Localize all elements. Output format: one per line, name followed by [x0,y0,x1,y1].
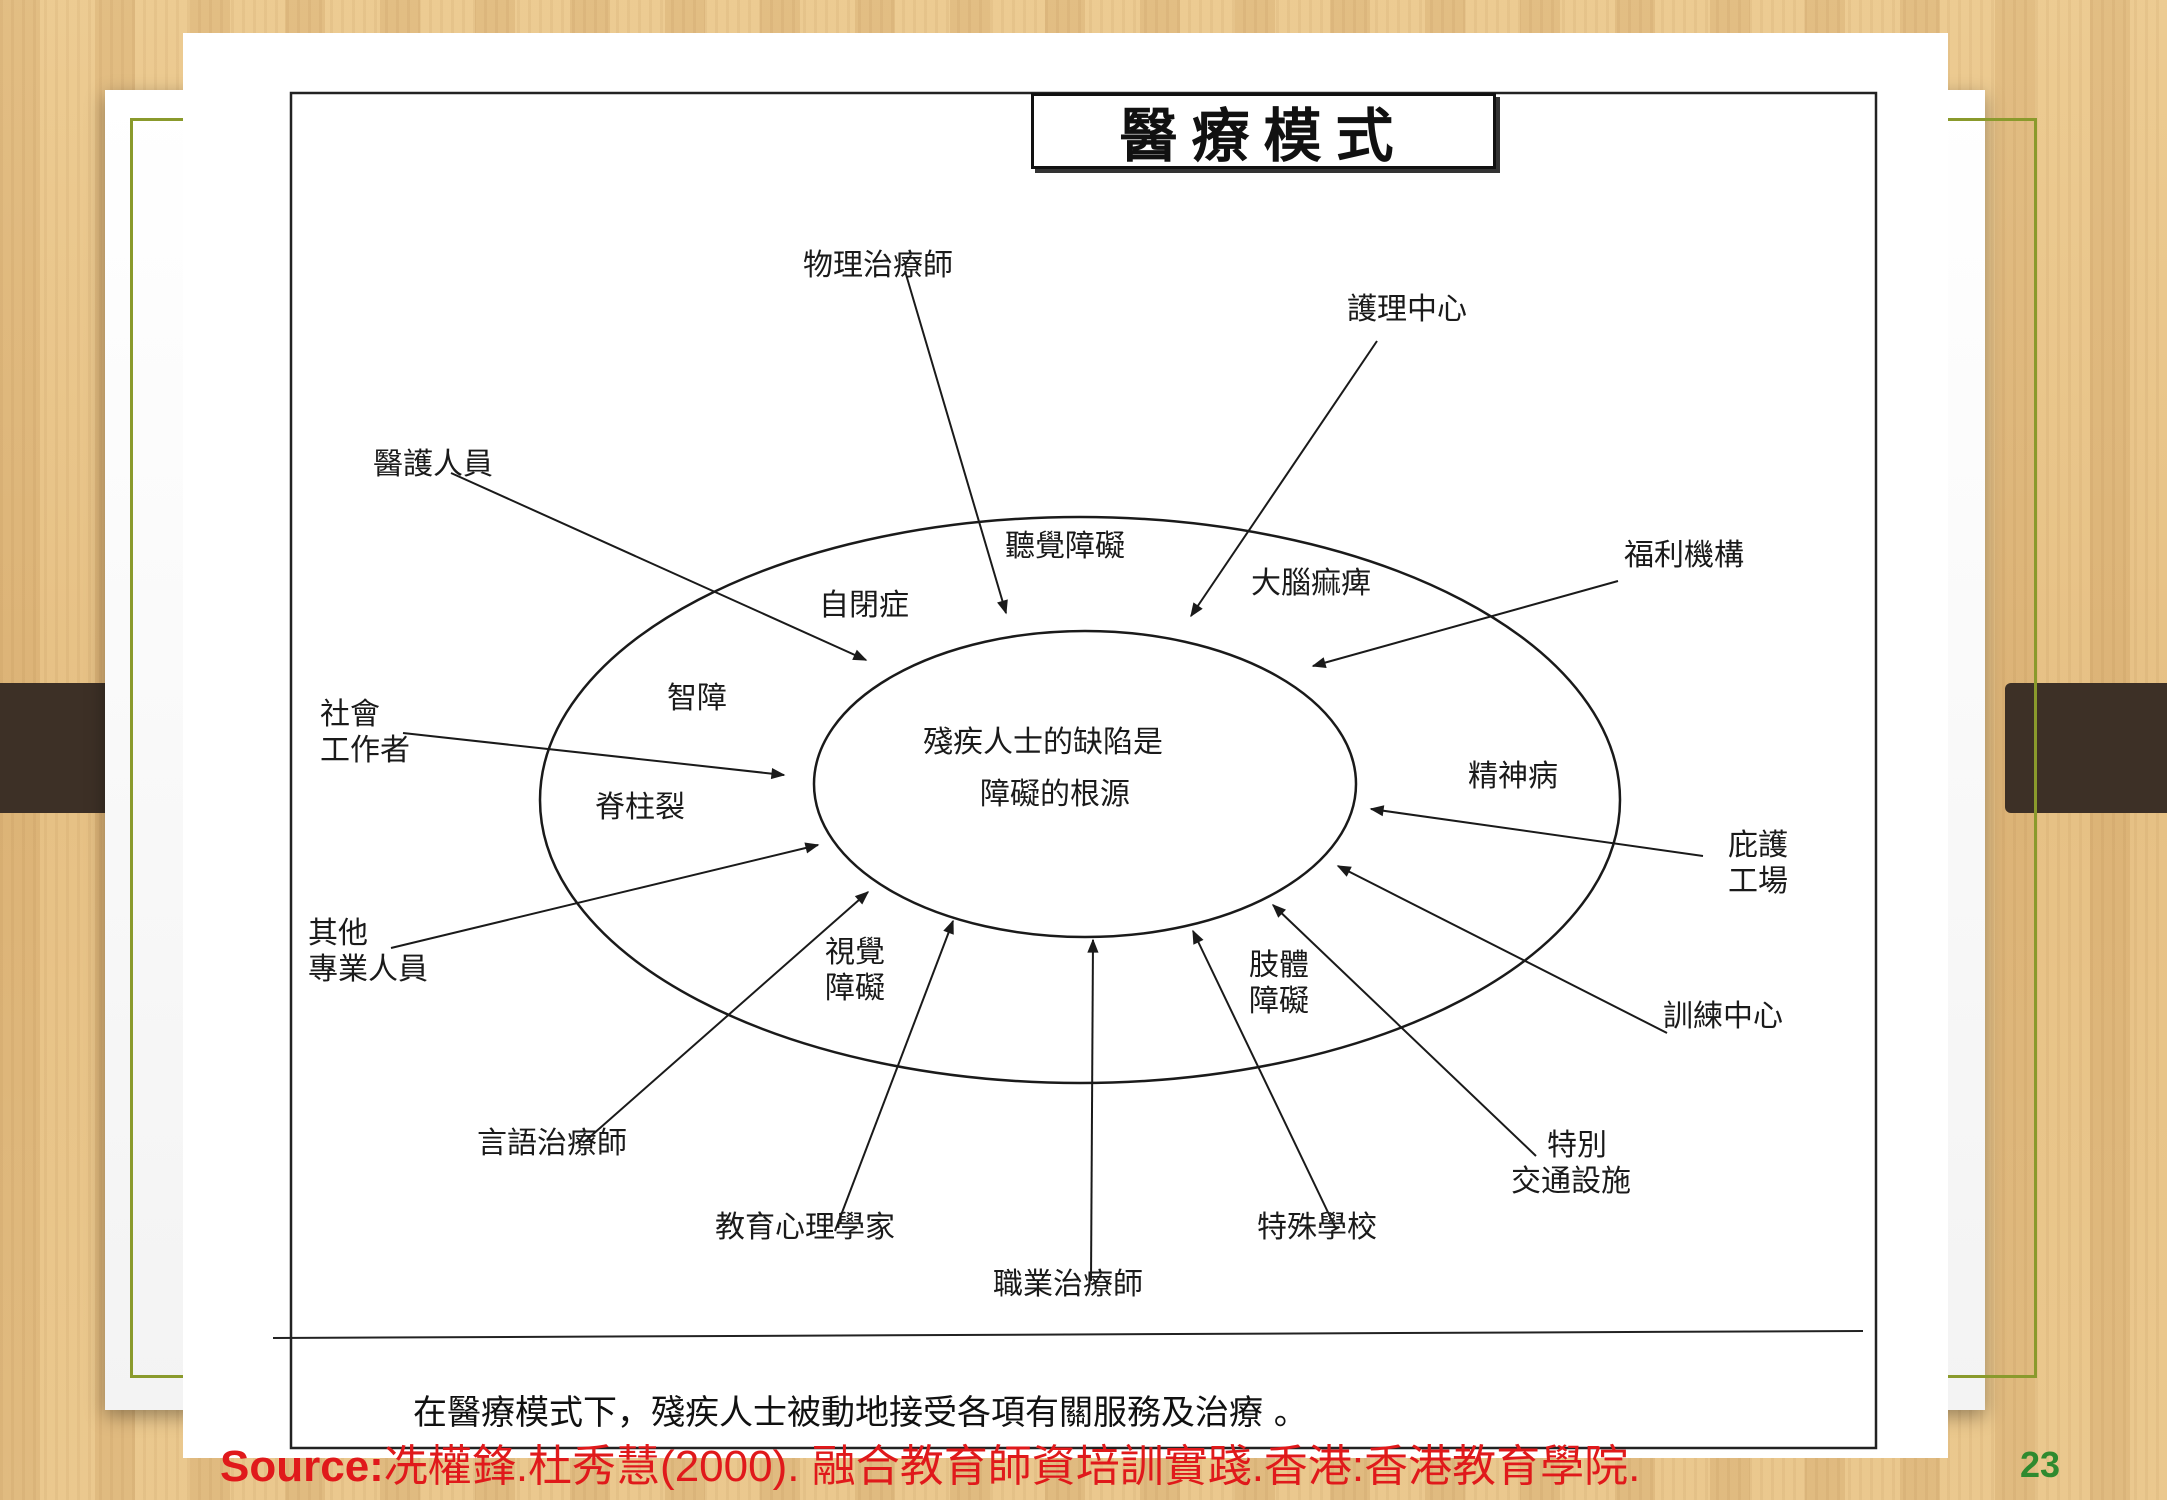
caption-divider [272,1330,1864,1339]
arrow-physiotherapist [904,270,1008,615]
condition-visual-line1: 視覺 [825,935,885,970]
condition-autism: 自閉症 [819,588,909,623]
condition-mental-illness: 精神病 [1468,759,1558,794]
service-social-worker-line2: 工作者 [320,733,410,768]
source-text: 冼權鋒.杜秀慧(2000). 融合教育師資培訓實踐.香港:香港教育學院. [383,1442,1641,1491]
arrow-other-professionals [390,842,820,949]
arrow-sheltered-workshop [1369,805,1704,857]
scanned-diagram: 醫療模式 殘疾人士的缺陷是 障礙的根源 聽覺障礙 自閉症 大腦痲痺 智障 脊柱裂… [183,33,1948,1458]
service-sheltered-line2: 工場 [1728,864,1788,899]
diagram-title: 醫療模式 [1119,102,1408,170]
service-occupational-therapist: 職業治療師 [993,1267,1143,1302]
condition-intellectual: 智障 [667,681,727,716]
service-speech-therapist: 言語治療師 [477,1126,627,1161]
source-citation: Source:冼權鋒.杜秀慧(2000). 融合教育師資培訓實踐.香港:香港教育… [220,1430,1640,1494]
service-edu-psychologist: 教育心理學家 [715,1210,895,1245]
outer-ellipse [538,515,1622,1085]
diagram-title-box: 醫療模式 [1031,93,1496,170]
condition-visual-line2: 障礙 [825,971,885,1006]
arrow-welfare-org [1311,580,1619,669]
document-border [289,91,1878,1450]
diagram-caption: 在醫療模式下，殘疾人士被動地接受各項有關服務及治療 。 [413,1393,1308,1433]
arrow-special-transport [1271,904,1537,1157]
page-number: 23 [2020,1444,2061,1485]
service-nursing-centre: 護理中心 [1347,292,1467,327]
service-sheltered-line1: 庇護 [1728,828,1788,863]
arrow-occupational-therapist [1087,938,1099,1282]
service-medical-staff: 醫護人員 [373,447,493,482]
condition-physical-line2: 障礙 [1249,984,1309,1019]
condition-cerebral-palsy: 大腦痲痺 [1251,566,1371,601]
arrow-special-school [1192,929,1337,1230]
service-special-school: 特殊學校 [1257,1210,1377,1245]
source-label: Source: [220,1442,384,1491]
arrow-medical-staff [450,472,868,661]
condition-hearing: 聽覺障礙 [1005,529,1125,564]
service-training-centre: 訓練中心 [1663,999,1783,1034]
service-social-worker-line1: 社會 [320,697,380,732]
arrow-speech-therapist [582,891,870,1144]
arrow-social-worker [402,732,786,780]
center-text-line1: 殘疾人士的缺陷是 [923,725,1163,760]
right-strap [2005,683,2167,813]
arrow-nursing-centre [1190,340,1378,618]
service-special-transport-line2: 交通設施 [1511,1164,1631,1199]
service-welfare-org: 福利機構 [1624,538,1744,573]
condition-spina-bifida: 脊柱裂 [595,790,685,825]
inner-ellipse [812,629,1358,939]
arrow-training-centre [1336,865,1668,1034]
condition-physical-line1: 肢體 [1249,948,1309,983]
service-other-professionals-line1: 其他 [308,916,368,951]
center-text-line2: 障礙的根源 [980,777,1130,812]
service-special-transport-line1: 特別 [1547,1128,1607,1163]
arrow-edu-psychologist [834,919,954,1232]
service-arrows [390,270,1704,1282]
service-other-professionals-line2: 專業人員 [308,952,428,987]
service-physiotherapist: 物理治療師 [803,248,953,283]
